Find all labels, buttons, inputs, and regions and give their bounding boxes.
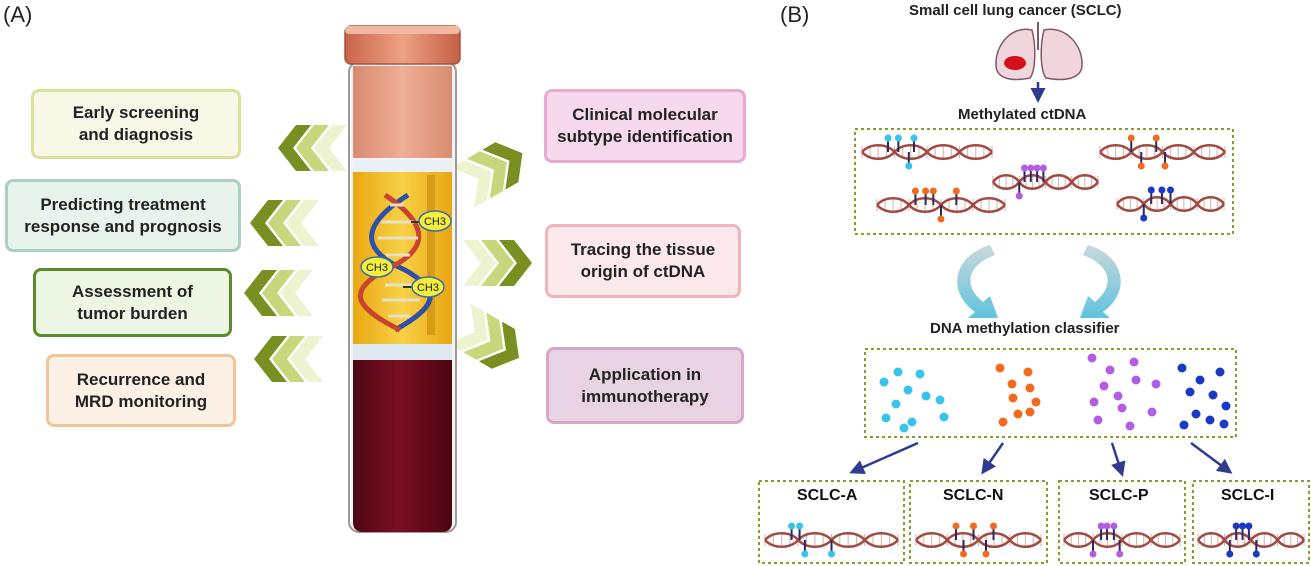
classifier-dot (1195, 375, 1205, 385)
classifier-dot (1205, 415, 1215, 425)
classifier-dot (1099, 381, 1109, 391)
classifier-dot (1105, 365, 1115, 375)
classifier-dot (1147, 407, 1157, 417)
methylated-frame (854, 128, 1234, 235)
tumor-burden-box: Assessment of tumor burden (33, 268, 232, 337)
classifier-dot (907, 417, 917, 427)
dna-strand-n (1099, 134, 1226, 170)
classifier-dot (1093, 415, 1103, 425)
sclc-a-frame (758, 480, 905, 564)
svg-text:CH3: CH3 (366, 262, 388, 274)
chevron-left-1-icon (278, 125, 347, 171)
chevron-left-4-icon (254, 336, 323, 382)
sclc-i-frame (1192, 480, 1310, 564)
classifier-dot (893, 367, 903, 377)
classifier-dot (1179, 420, 1189, 430)
classifier-dot (939, 412, 949, 422)
sclc-i-label: SCLC-I (1221, 487, 1275, 504)
sclc-n-frame (909, 480, 1048, 564)
classifier-dot (881, 413, 891, 423)
classifier-dot (1025, 383, 1035, 393)
classifier-dot (995, 363, 1005, 373)
classifier-dot (1087, 353, 1097, 363)
dna-strand-sclc-i (1196, 522, 1306, 558)
classifier-dot (903, 385, 913, 395)
classifier-dot (899, 423, 909, 433)
classifier-dot (1023, 367, 1033, 377)
chevron-left-2-icon (250, 200, 319, 246)
ch3-badge-3: CH3 (411, 276, 445, 298)
ch3-badge-2: CH3 (360, 256, 394, 278)
chevron-right-2-icon (463, 240, 532, 286)
chevron-left-3-icon (244, 270, 313, 316)
classifier-dot (1117, 403, 1127, 413)
classifier-dot (921, 391, 931, 401)
immunotherapy-box: Application in immunotherapy (546, 347, 744, 424)
dna-strand-n2 (876, 187, 1006, 223)
dna-strand-sclc-a (764, 522, 899, 558)
tissue-origin-box: Tracing the tissue origin of ctDNA (545, 224, 741, 298)
chevron-right-1-icon (451, 142, 523, 208)
classifier-dot (1177, 363, 1187, 373)
sclc-title: Small cell lung cancer (SCLC) (909, 2, 1122, 19)
classifier-dot (1151, 379, 1161, 389)
dna-strand-i (1115, 186, 1226, 222)
dna-strand-sclc-n (915, 522, 1042, 558)
clinical-subtype-box: Clinical molecular subtype identificatio… (544, 89, 746, 163)
early-screening-box: Early screening and diagnosis (31, 89, 241, 159)
classifier-frame (864, 348, 1237, 438)
sclc-a-label: SCLC-A (797, 487, 858, 504)
classifier-dot (1185, 387, 1195, 397)
classifier-dot (1008, 393, 1018, 403)
classifier-dot (879, 377, 889, 387)
sclc-n-label: SCLC-N (943, 487, 1004, 504)
svg-text:CH3: CH3 (417, 282, 439, 294)
classifier-dot (915, 369, 925, 379)
classifier-dots (879, 353, 1231, 433)
recurrence-mrd-box: Recurrence and MRD monitoring (46, 354, 236, 427)
classifier-dot (1007, 379, 1017, 389)
classifier-title: DNA methylation classifier (930, 320, 1120, 337)
chevron-right-3-icon (447, 303, 519, 369)
svg-text:CH3: CH3 (424, 216, 446, 228)
classifier-dot (1219, 419, 1229, 429)
dna-strand-p (991, 164, 1100, 200)
classifier-dot (1031, 397, 1041, 407)
ch3-badge-1: CH3 (418, 210, 452, 232)
classifier-dot (1025, 407, 1035, 417)
dna-strands (764, 134, 1306, 558)
classifier-dot (1215, 367, 1225, 377)
classifier-dot (1208, 390, 1218, 400)
methylated-ctdna-title: Methylated ctDNA (958, 106, 1087, 123)
sclc-p-frame (1058, 480, 1186, 564)
classifier-dot (935, 395, 945, 405)
predicting-response-box: Predicting treatment response and progno… (5, 179, 241, 252)
classifier-dot (1131, 375, 1141, 385)
classifier-dot (1221, 401, 1231, 411)
classifier-dot (1113, 391, 1123, 401)
classifier-dot (1013, 409, 1023, 419)
panel-b-label: (B) (780, 2, 810, 27)
classifier-dot (1129, 357, 1139, 367)
classifier-dot (1089, 397, 1099, 407)
classifier-dot (891, 399, 901, 409)
classifier-dot (1191, 409, 1201, 419)
classifier-dot (1125, 421, 1135, 431)
classifier-dot (998, 417, 1008, 427)
sclc-p-label: SCLC-P (1089, 487, 1149, 504)
lungs-icon (995, 22, 1083, 81)
dna-strand-sclc-p (1063, 522, 1181, 558)
cycle-arrows-icon (957, 245, 1121, 318)
panel-a-label: (A) (3, 2, 33, 27)
dna-strand-a (861, 134, 993, 170)
